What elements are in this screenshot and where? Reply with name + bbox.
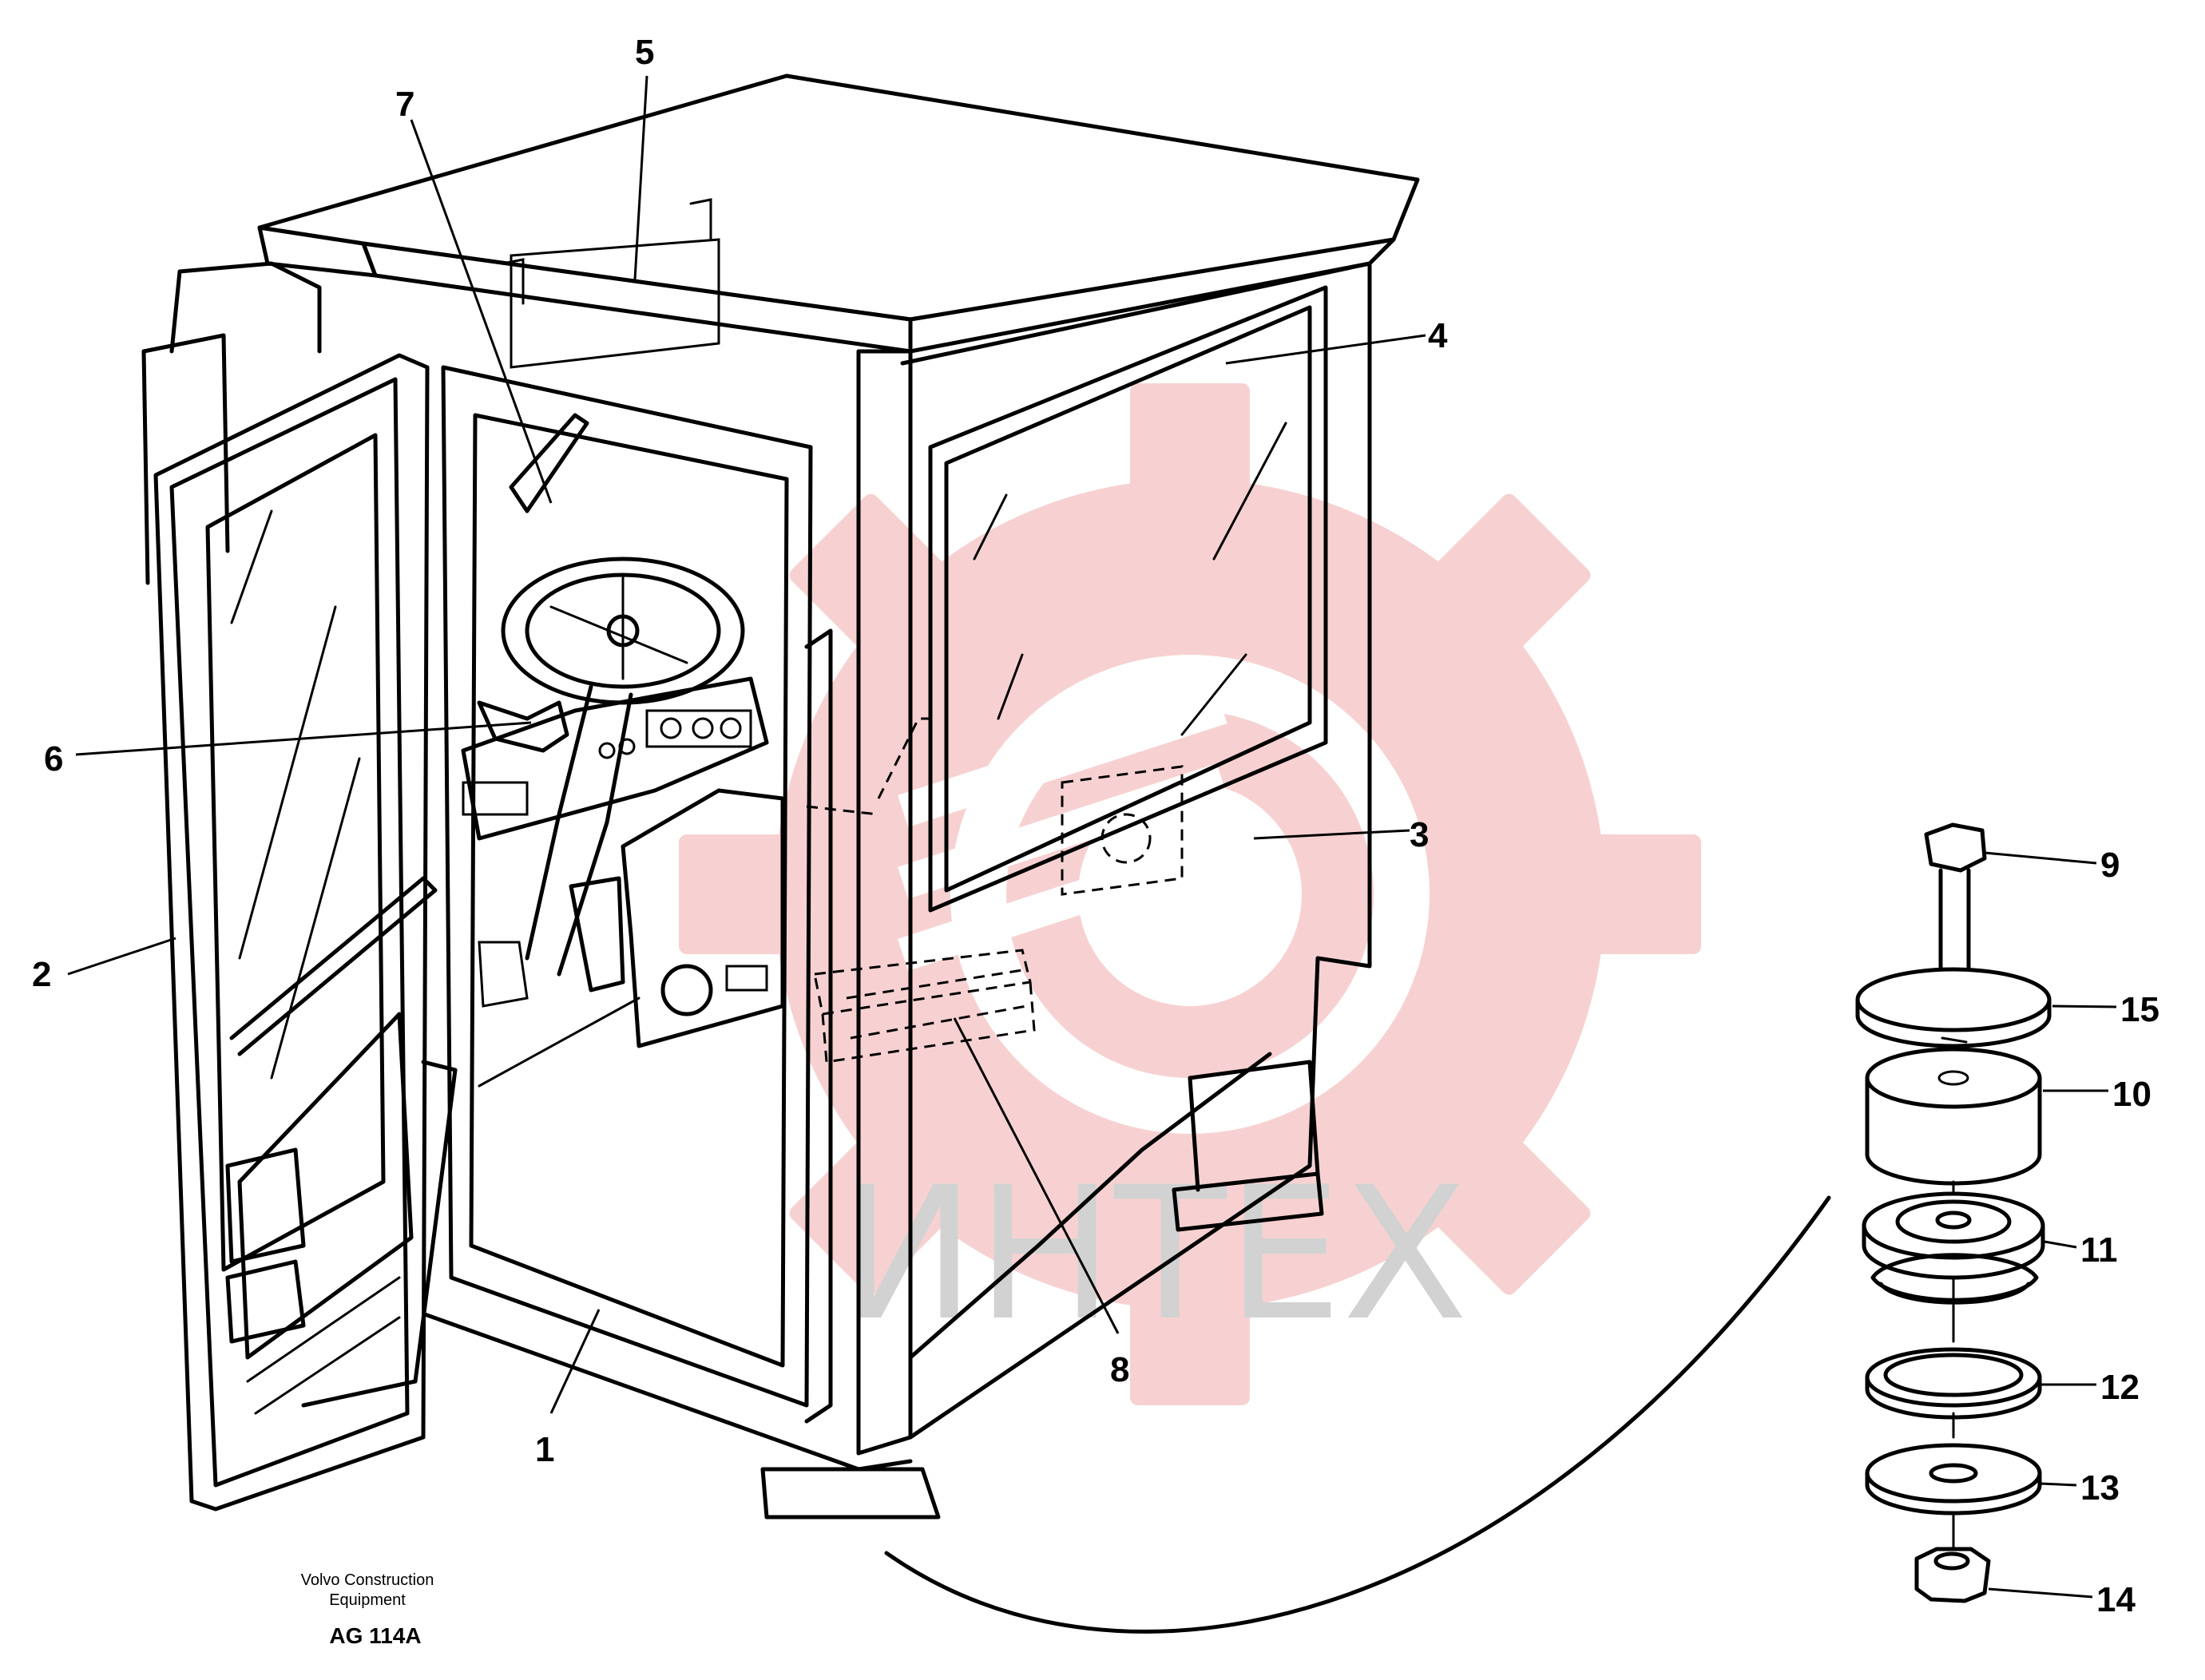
callout-12: 12 bbox=[2100, 1368, 2140, 1407]
figure-code: AG 114A bbox=[329, 1623, 421, 1648]
cab-body bbox=[257, 73, 1420, 1520]
mounting-kit bbox=[884, 822, 2052, 1634]
callout-7: 7 bbox=[395, 85, 414, 124]
callout-9: 9 bbox=[2100, 846, 2120, 885]
callout-14: 14 bbox=[2096, 1580, 2136, 1619]
leader-lines bbox=[67, 75, 2117, 1599]
callout-3: 3 bbox=[1410, 815, 1429, 854]
cab-door bbox=[141, 261, 458, 1512]
callout-11: 11 bbox=[2080, 1230, 2118, 1270]
callout-2: 2 bbox=[32, 955, 51, 994]
callout-13: 13 bbox=[2080, 1468, 2120, 1508]
callout-labels: 1 2 3 4 5 6 7 8 9 10 11 12 13 14 15 bbox=[32, 33, 2159, 1619]
caption-line-1: Volvo Construction bbox=[301, 1571, 434, 1589]
gear-watermark-icon bbox=[679, 383, 1701, 1405]
callout-15: 15 bbox=[2120, 990, 2159, 1029]
figure-caption: Volvo Construction Equipment AG 114A bbox=[301, 1571, 434, 1648]
caption-line-2: Equipment bbox=[329, 1591, 406, 1609]
callout-5: 5 bbox=[635, 33, 654, 72]
callout-8: 8 bbox=[1110, 1350, 1129, 1389]
callout-10: 10 bbox=[2112, 1075, 2151, 1114]
callout-6: 6 bbox=[44, 739, 63, 779]
callout-1: 1 bbox=[535, 1430, 554, 1469]
callout-4: 4 bbox=[1428, 316, 1448, 355]
watermark-text: ИНТЕХ bbox=[839, 1148, 1468, 1361]
